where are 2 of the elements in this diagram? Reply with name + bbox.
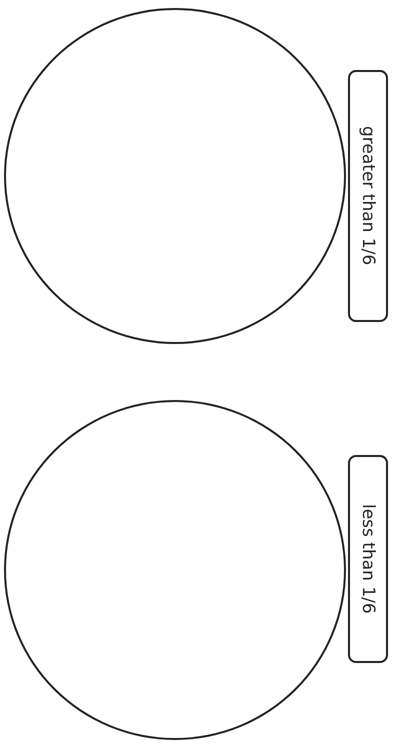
category-label: less than 1/6 [348,455,388,663]
category-label: greater than 1/6 [348,70,388,322]
